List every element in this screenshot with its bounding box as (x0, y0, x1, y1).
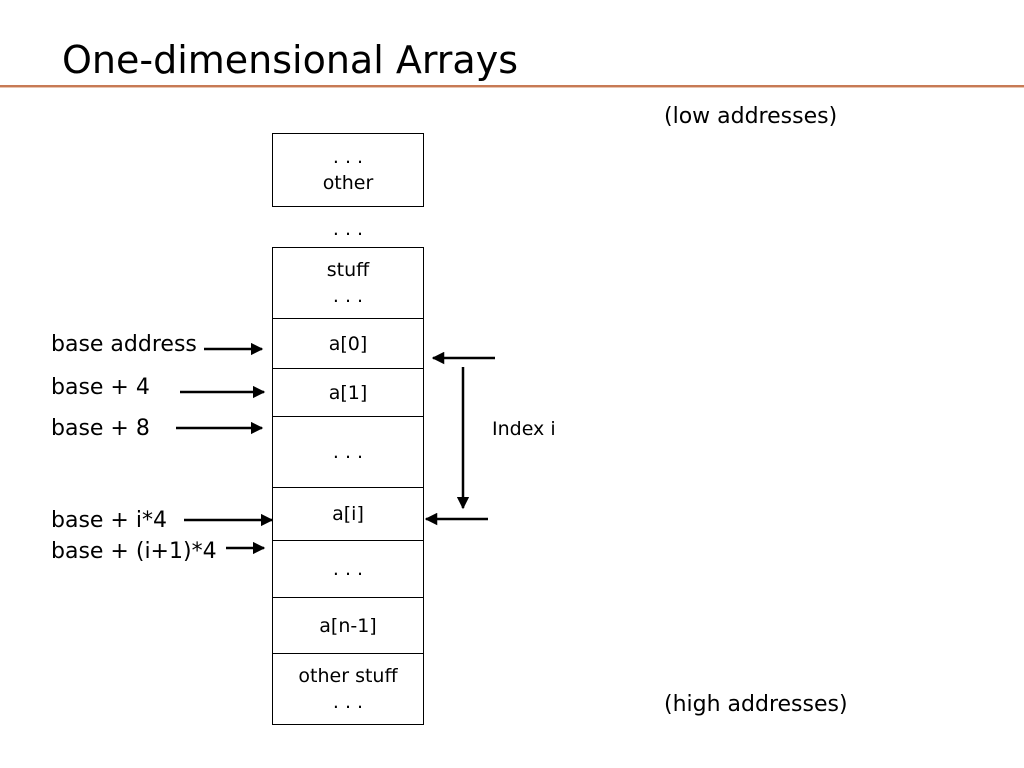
page-title: One-dimensional Arrays (62, 38, 518, 82)
address-label-base-plus-4: base + 4 (51, 375, 150, 400)
gap-ellipsis: . . . (332, 218, 364, 240)
cell-text: . . . (332, 441, 364, 463)
cell-text: stuff (326, 259, 370, 281)
cell-text: other (322, 172, 374, 194)
cell-text: a[0] (328, 332, 368, 355)
address-label-base-plus-8: base + 8 (51, 416, 150, 441)
memory-cell-other: . . . other (272, 133, 424, 207)
address-label-base-plus-i1-4: base + (i+1)*4 (51, 539, 217, 564)
address-label-base: base address (51, 332, 197, 357)
cell-text: other stuff (298, 665, 398, 687)
cell-text: a[1] (328, 381, 368, 404)
memory-cell-other-stuff: other stuff . . . (272, 653, 424, 725)
address-label-base-plus-i4: base + i*4 (51, 508, 167, 533)
cell-text: . . . (332, 146, 364, 168)
title-underline (0, 85, 1024, 88)
cell-text: . . . (332, 558, 364, 580)
low-addresses-label: (low addresses) (664, 104, 838, 129)
index-i-label: Index i (492, 418, 556, 440)
cell-text: a[i] (332, 503, 364, 525)
cell-text: . . . (332, 285, 364, 307)
high-addresses-label: (high addresses) (664, 692, 848, 717)
cell-text: a[n-1] (319, 614, 377, 637)
cell-text: . . . (332, 691, 364, 713)
